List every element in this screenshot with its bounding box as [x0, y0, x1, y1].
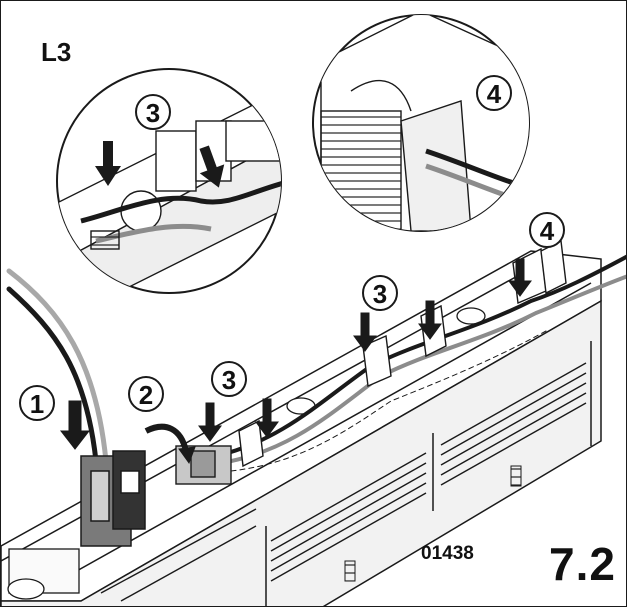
figure-label: L3	[41, 37, 72, 67]
detail-view-4	[312, 14, 530, 232]
figure-number: 7.2	[549, 538, 616, 590]
callout-2: 2	[128, 376, 164, 412]
rail-assembly	[1, 250, 602, 606]
rail-slots	[7, 307, 486, 600]
svg-text:3: 3	[222, 365, 236, 395]
svg-text:2: 2	[139, 380, 153, 410]
rail-vents	[100, 362, 587, 602]
svg-text:1: 1	[30, 389, 44, 419]
svg-text:3: 3	[146, 98, 160, 128]
connector-module	[80, 450, 146, 547]
callout-1: 1	[19, 385, 55, 421]
svg-text:4: 4	[540, 216, 555, 246]
callout-3-detail: 3	[135, 94, 171, 130]
callout-4: 4	[529, 212, 565, 248]
action-arrows	[59, 258, 532, 465]
svg-text:4: 4	[487, 79, 502, 109]
callout-3b: 3	[362, 275, 398, 311]
detail-view-3	[56, 68, 282, 294]
figure-code: 01438	[421, 543, 474, 564]
vent-grilles	[344, 465, 522, 582]
callout-3a: 3	[211, 361, 247, 397]
svg-text:3: 3	[373, 279, 387, 309]
callout-4-detail: 4	[476, 75, 512, 111]
cable-clips	[238, 239, 567, 468]
